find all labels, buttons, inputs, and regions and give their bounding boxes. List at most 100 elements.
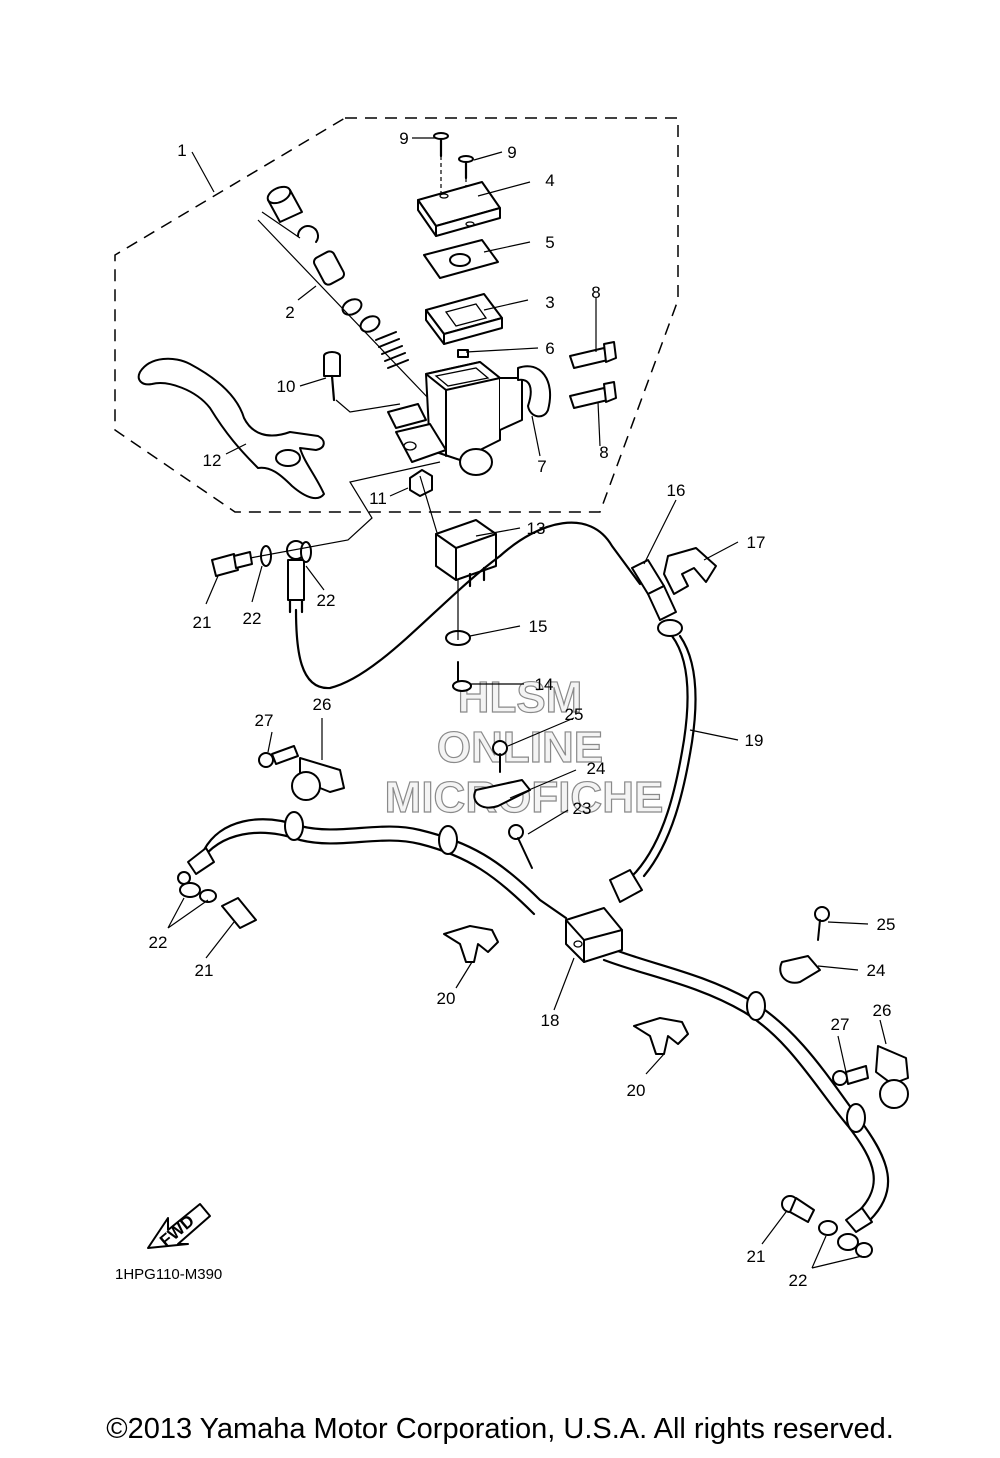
bolt-8-upper [569,341,617,369]
washer-22-b [300,541,312,563]
screw-14 [452,661,472,692]
bolt-21-upper [211,551,253,577]
screw-9-lower [458,155,474,180]
clamp-24-right [779,955,821,984]
callout-3: 3 [545,293,554,312]
callout-1: 1 [177,141,186,160]
callout-5: 5 [545,233,554,252]
callout-2: 2 [285,303,294,322]
washer-22-left-b [199,889,217,903]
clip-17 [663,547,717,595]
callout-26-right: 26 [873,1001,892,1020]
brake-switch-13 [435,519,497,588]
callout-22-upper-b: 22 [317,591,336,610]
callout-27-right: 27 [831,1015,850,1034]
leader-lines [167,137,887,1269]
bolt-25-center [492,740,508,773]
watermark-line-3: MICROFICHE [385,773,664,822]
union-block-18 [565,907,623,963]
washer-22-left-a [179,882,201,898]
callout-21-left: 21 [195,961,214,980]
callout-9-lower: 9 [507,143,516,162]
grommet-right-2 [846,1103,866,1133]
callout-9-upper: 9 [399,129,408,148]
clamp-24-center [473,779,531,809]
clamp-26-right [875,1045,909,1109]
callout-20-right: 20 [627,1081,646,1100]
callout-7: 7 [537,457,546,476]
washer-22-right-c [855,1242,873,1258]
washer-22-right-b [837,1233,859,1251]
callout-25-right: 25 [877,915,896,934]
fwd-arrow-icon: FWD [147,1203,211,1251]
brake-hose-right [608,946,890,1222]
callout-27-upper: 27 [255,711,274,730]
callout-22-right: 22 [789,1271,808,1290]
callout-22-left: 22 [149,933,168,952]
callout-26-upper: 26 [313,695,332,714]
bolt-10 [323,351,341,402]
watermark-line-1: HLSM [458,673,583,722]
callout-23: 23 [573,799,592,818]
clamp-26-upper [291,757,345,801]
callout-16: 16 [667,481,686,500]
bolt-27-upper [258,745,299,768]
reservoir-cap-4 [417,181,501,237]
copyright-notice: ©2013 Yamaha Motor Corporation, U.S.A. A… [106,1413,894,1445]
callout-15: 15 [529,617,548,636]
callout-6: 6 [545,339,554,358]
callout-14: 14 [535,675,554,694]
bolt-8-lower [569,381,617,409]
callout-21-right: 21 [747,1247,766,1266]
clip-20-right [633,1017,689,1055]
grommet-left-2 [438,825,458,855]
washer-22-right-a [818,1220,838,1236]
bolt-21-left [221,897,257,929]
callout-10: 10 [277,377,296,396]
piston-kit-2 [266,185,409,369]
bolt-27-right [832,1065,869,1086]
diaphragm-plate-5 [423,239,499,279]
brake-hose-upper [294,521,642,690]
bolt-25-right [814,906,830,941]
nut-11 [409,469,433,497]
callout-20-left: 20 [437,989,456,1008]
bolt-23 [508,824,533,869]
callout-17: 17 [747,533,766,552]
callout-8-upper: 8 [591,283,600,302]
callout-13: 13 [527,519,546,538]
callout-18: 18 [541,1011,560,1030]
callout-19: 19 [745,731,764,750]
clip-20-left [443,925,499,963]
callout-24-right: 24 [867,961,886,980]
callout-8-lower: 8 [599,443,608,462]
callout-25-center: 25 [565,705,584,724]
callout-24-center: 24 [587,759,606,778]
watermark: HLSM ONLINE MICROFICHE [384,672,664,822]
callout-21-upper: 21 [193,613,212,632]
banjo-fitting-upper [286,540,306,601]
assembly-boundary [114,117,679,513]
banjo-fitting-right [845,1207,873,1233]
banjo-fitting-left [177,847,215,885]
callout-labels: 1 2 3 4 5 6 7 8 8 9 9 10 11 12 13 14 15 … [149,129,896,1290]
hose-fitting-16 [631,559,683,637]
pipe-fitting-lower [609,869,643,903]
callout-12: 12 [203,451,222,470]
callout-11: 11 [369,489,387,508]
screw-9-upper [433,132,449,158]
bushing-6 [457,349,469,358]
grommet-right-1 [746,991,766,1021]
watermark-line-2: ONLINE [437,723,603,772]
grommet-left-1 [284,811,304,841]
callout-22-upper-a: 22 [243,609,262,628]
brake-hose-left [202,818,568,920]
callout-4: 4 [545,171,554,190]
brake-lever-12 [137,357,325,500]
master-cylinder-body [387,361,523,476]
diaphragm-3 [425,293,503,345]
bolt-21-right [781,1195,815,1223]
brake-pipe-19 [620,634,689,888]
